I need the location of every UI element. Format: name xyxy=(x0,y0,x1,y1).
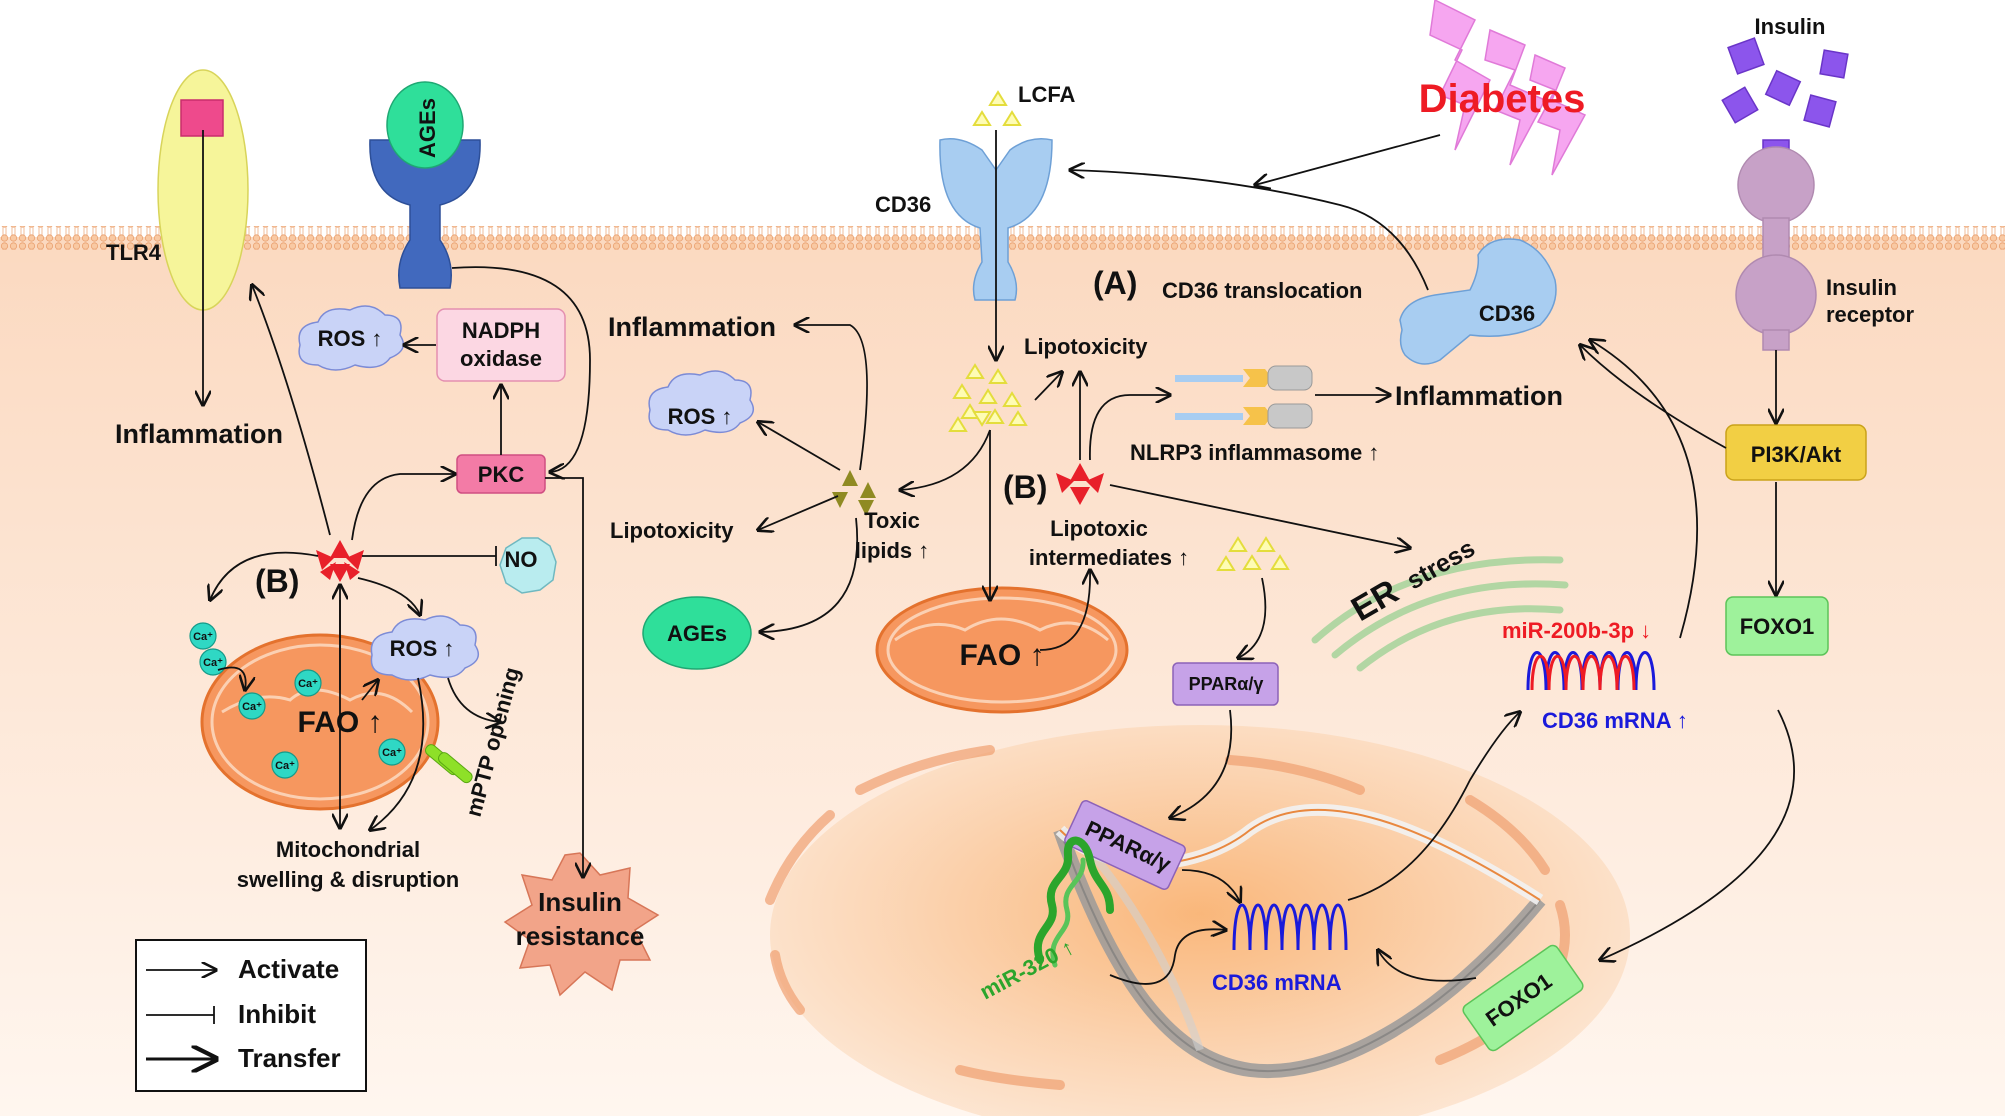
ppar-small-label: PPARα/γ xyxy=(1189,674,1264,694)
ros-left-label: ROS ↑ xyxy=(318,326,383,351)
nlrp3-label: NLRP3 inflammasome ↑ xyxy=(1130,440,1379,465)
legend-transfer: Transfer xyxy=(238,1043,341,1073)
insulin-resistance-label-1: Insulin xyxy=(538,887,622,917)
cd36-right-label: CD36 xyxy=(1479,301,1535,326)
mito-swelling-label-2: swelling & disruption xyxy=(237,867,459,892)
cd36-left-label: CD36 xyxy=(875,192,931,217)
ppar-ligand-triangles xyxy=(1216,536,1290,571)
inhibit-arrow xyxy=(362,546,497,566)
ros-cloud-mid xyxy=(648,370,755,436)
insulin-resistance-burst xyxy=(503,852,660,997)
ppar-bound-box xyxy=(1064,800,1186,890)
ca-label: Ca⁺ xyxy=(242,701,262,713)
b-mid-label: (B) xyxy=(1003,469,1047,505)
ages-receptor-label: AGEs xyxy=(415,98,440,158)
ca-label: Ca⁺ xyxy=(298,678,318,690)
insulin-molecules xyxy=(1721,37,1849,167)
ages-product xyxy=(642,596,752,670)
annotation-a: (A) xyxy=(1093,265,1137,301)
mir320-helix-strand xyxy=(1050,857,1086,968)
fao-mid-label: FAO ↑ xyxy=(959,639,1044,672)
ros-cloud-left xyxy=(298,305,405,371)
pathway-arrows xyxy=(203,130,1795,985)
toxic-lipids-label-2: lipids ↑ xyxy=(855,538,930,563)
no-badge xyxy=(499,537,557,594)
ca-label: Ca⁺ xyxy=(382,747,402,759)
toxic-lipids-label-1: Toxic xyxy=(864,508,920,533)
foxo1-top-label: FOXO1 xyxy=(1740,614,1815,639)
cd36-mrna-nucleus-label: CD36 mRNA xyxy=(1212,970,1342,995)
foxo1-nucleus-box xyxy=(1462,944,1584,1052)
b-left-label: (B) xyxy=(255,563,299,599)
nadph-oxidase-box xyxy=(436,308,566,382)
ca-label: Ca⁺ xyxy=(193,631,213,643)
legend-inhibit: Inhibit xyxy=(238,999,316,1029)
inflammation-mid-label: Inflammation xyxy=(608,312,776,342)
cd36-mrna-top-label: CD36 mRNA ↑ xyxy=(1542,708,1688,733)
lcfa-label: LCFA xyxy=(1018,82,1076,107)
lipotoxicity-mid-label: Lipotoxicity xyxy=(610,518,734,543)
lipotoxic-intermediates-label-1: Lipotoxic xyxy=(1050,516,1148,541)
mir320-helix-icon xyxy=(1033,836,1114,964)
calcium-ions xyxy=(189,622,406,779)
diabetes-label: Diabetes xyxy=(1419,77,1586,121)
foxo1-box xyxy=(1725,596,1829,656)
inflammation-left-label: Inflammation xyxy=(115,419,283,449)
insulin-label: Insulin xyxy=(1755,14,1826,39)
inflammation-right-label: Inflammation xyxy=(1395,381,1563,411)
pkc-label: PKC xyxy=(478,462,525,487)
pi3k-label: PI3K/Akt xyxy=(1751,442,1842,467)
mitochondrion-mid xyxy=(875,586,1129,714)
nadph-label-1: NADPH xyxy=(462,318,540,343)
ages-receptor xyxy=(369,81,481,289)
cd36-translocation-label: CD36 translocation xyxy=(1162,278,1363,303)
legend: Activate Inhibit Transfer xyxy=(135,939,367,1092)
mir200-label: miR-200b-3p ↓ xyxy=(1502,618,1651,643)
insulin-resistance-label-2: resistance xyxy=(516,921,645,951)
nlrp3-inflammasome xyxy=(1175,365,1313,429)
ros-cloud-mito xyxy=(370,615,480,681)
legend-activate: Activate xyxy=(238,954,339,984)
lipotoxic-intermediates-label-2: intermediates ↑ xyxy=(1029,545,1189,570)
lcfa-triangles xyxy=(972,90,1022,126)
mito-swelling-label-1: Mitochondrial xyxy=(276,837,420,862)
insulin-receptor xyxy=(1735,146,1817,351)
nadph-label-2: oxidase xyxy=(460,346,542,371)
insulin-receptor-label-1: Insulin xyxy=(1826,275,1897,300)
lcfa-cluster xyxy=(948,363,1028,432)
diabetes-lightning-icon xyxy=(1429,0,1587,176)
stress-star-left xyxy=(316,540,364,582)
mrna-nucleus-icon xyxy=(1232,903,1348,951)
pi3k-akt-box xyxy=(1725,424,1867,481)
insulin-receptor-label-2: receptor xyxy=(1826,302,1914,327)
ca-label: Ca⁺ xyxy=(275,760,295,772)
cd36-translocated xyxy=(1399,238,1557,365)
no-label: NO xyxy=(505,547,538,572)
ppar-small-box xyxy=(1172,662,1279,706)
er-membrane xyxy=(1311,556,1569,672)
ca-label: Ca⁺ xyxy=(203,657,223,669)
lipotoxicity-top-label: Lipotoxicity xyxy=(1024,334,1148,359)
mptp-pore-icon xyxy=(425,744,473,784)
tlr4-label: TLR4 xyxy=(106,240,162,265)
ages-product-label: AGEs xyxy=(667,621,727,646)
mrna-top-icon xyxy=(1526,651,1656,691)
stress-star-mid xyxy=(1056,463,1104,505)
ros-mito-label: ROS ↑ xyxy=(390,636,455,661)
ros-mid-label: ROS ↑ xyxy=(668,404,733,429)
